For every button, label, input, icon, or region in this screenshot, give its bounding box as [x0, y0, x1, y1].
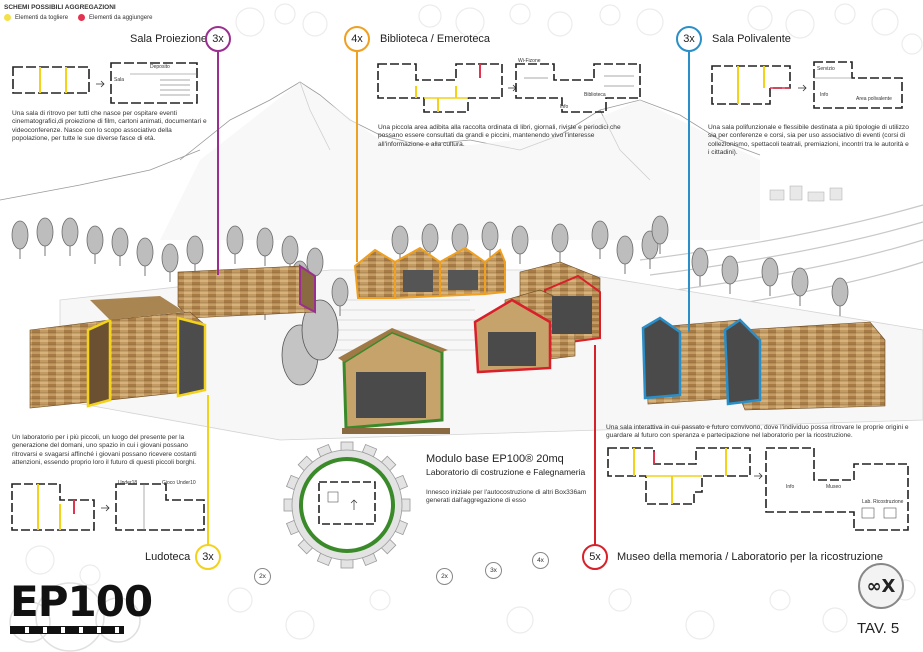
museo-title: Museo della memoria / Laboratorio per la… — [617, 551, 883, 563]
ludoteca-plan-labels: Under18 Gioco Under10 — [114, 480, 208, 534]
ep100-logo: EP100 — [10, 577, 153, 634]
ludoteca-description: Un laboratorio per i più piccoli, un luo… — [12, 434, 197, 467]
infinity-badge: ∞X — [858, 563, 904, 609]
arrow-right-icon — [754, 472, 763, 480]
small-count-badge: 4x — [532, 552, 549, 569]
legend: SCHEMI POSSIBILI AGGREGAZIONI Elementi d… — [4, 4, 152, 21]
small-count-badge: 3x — [485, 562, 502, 579]
ludoteca-title: Ludoteca — [145, 551, 191, 563]
museo-count-badge: 5x — [582, 544, 608, 570]
legend-title: SCHEMI POSSIBILI AGGREGAZIONI — [4, 4, 116, 11]
biblioteca-count-badge: 4x — [344, 26, 370, 52]
infinity-text: ∞X — [866, 575, 896, 597]
sala-polivalente-plan-after — [813, 61, 903, 109]
ludoteca-plan-after — [115, 483, 205, 531]
plan-label-area-polivalente: Area polivalente — [856, 96, 892, 102]
plan-label-info: Info — [786, 484, 795, 490]
sala-proiezione-count-badge: 3x — [205, 26, 231, 52]
sala-polivalente-plan-labels: Servizio Info Area polivalente — [812, 58, 904, 112]
plan-label-biblioteca: Biblioteca — [584, 92, 606, 98]
gear-icon — [283, 441, 411, 569]
modulo-base-description: Innesco iniziale per l'autocostruzione d… — [426, 489, 587, 505]
museo-description: Una sala interattiva in cui passato e fu… — [606, 424, 909, 440]
ep100-logo-text: EP100 — [10, 577, 153, 626]
plan-label-sala: Sala — [114, 77, 125, 83]
small-count-badge: 2x — [254, 568, 271, 585]
legend-remove-label: Elementi da togliere — [15, 14, 69, 21]
plan-label-info: Info — [560, 104, 569, 110]
ludoteca-plan-before — [11, 483, 95, 531]
biblioteca-description: Una piccola area adibita alla raccolta o… — [378, 124, 621, 148]
biblioteca-title: Biblioteca / Emeroteca — [380, 33, 491, 45]
remove-swatch-icon — [4, 14, 11, 21]
arrow-right-icon — [798, 84, 807, 92]
ludoteca-count-badge: 3x — [195, 544, 221, 570]
modulo-base-title: Modulo base EP100® 20mq — [426, 453, 564, 465]
plan-label-servizio: Servizio — [817, 66, 835, 72]
sala-polivalente-description: Una sala polifunzionale e flessibile des… — [708, 124, 909, 157]
modulo-base-subtitle: Laboratorio di costruzione e Falegnameri… — [426, 467, 586, 477]
tav-label: TAV. 5 — [857, 620, 900, 637]
sala-proiezione-description: Una sala di ritrovo per tutti che nasce … — [12, 110, 207, 143]
museo-plan-labels: Info Museo Lab. Ricostruzione — [764, 444, 912, 534]
museo-plan-after — [765, 447, 909, 531]
plan-label-under18: Under18 — [118, 480, 138, 486]
sala-polivalente-title: Sala Polivalente — [712, 33, 791, 45]
pallet-icon — [10, 626, 124, 634]
legend-add-label: Elementi da aggiungere — [89, 14, 153, 21]
plan-label-info: Info — [820, 92, 829, 98]
biblioteca-plan-labels: Wi-Fizone Biblioteca Info — [514, 58, 644, 118]
sala-polivalente-count-badge: 3x — [676, 26, 702, 52]
add-swatch-icon — [78, 14, 86, 21]
ep100-logo-gear — [9, 582, 141, 652]
tree-icon — [301, 299, 339, 361]
sala-proiezione-plan-after — [110, 62, 198, 104]
plan-label-wifi: Wi-Fizone — [518, 58, 541, 64]
sala-polivalente-plan-before — [711, 65, 791, 105]
museo-plan-before — [607, 447, 751, 505]
sala-proiezione-title: Sala Proiezione — [130, 33, 208, 45]
sala-proiezione-plan-labels: Deposito Sala — [110, 60, 200, 106]
arrow-right-icon — [96, 80, 105, 88]
plan-label-lab-ricostruzione: Lab. Ricostruzione — [862, 499, 904, 505]
small-count-badge: 2x — [436, 568, 453, 585]
plan-label-museo: Museo — [826, 484, 842, 490]
biblioteca-plan-before — [377, 63, 503, 113]
arrow-right-icon — [101, 504, 110, 512]
biblioteca-plan-after — [515, 63, 641, 113]
sala-proiezione-plan-before — [12, 66, 90, 94]
plan-label-deposito: Deposito — [150, 64, 170, 70]
plan-label-gioco-under10: Gioco Under10 — [162, 480, 196, 486]
